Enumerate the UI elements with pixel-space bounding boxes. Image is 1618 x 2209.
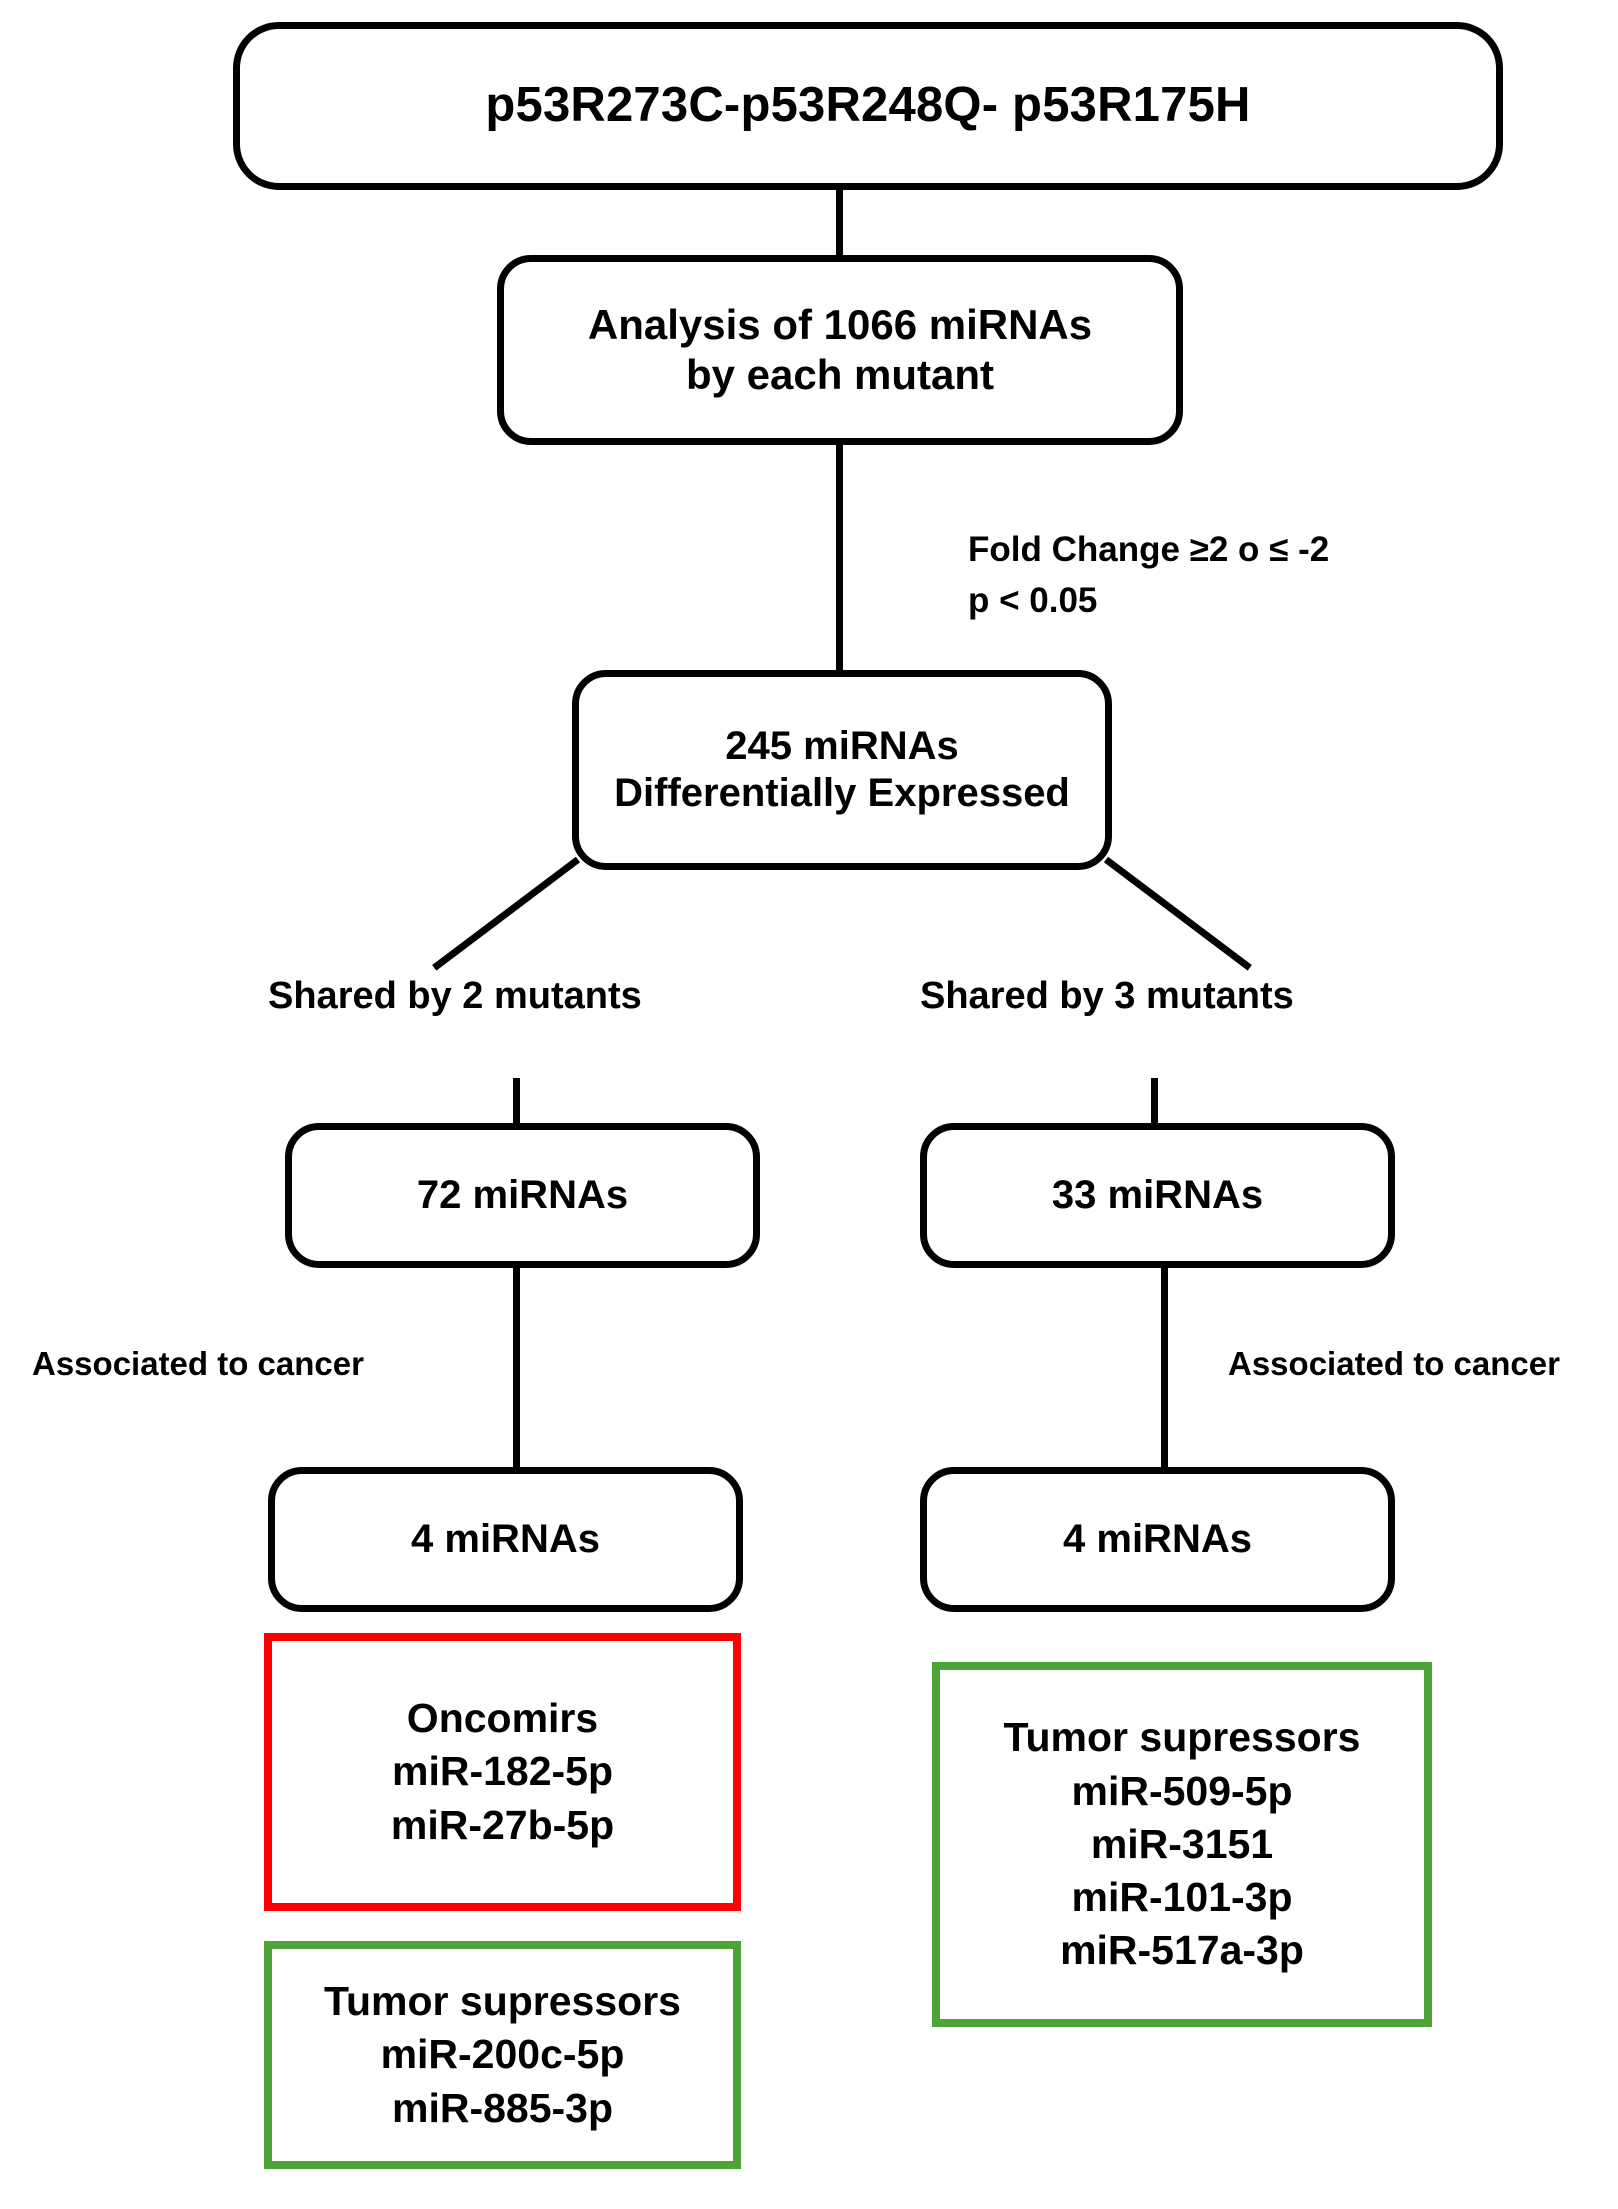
node-right-4-mirnas: 4 miRNAs — [920, 1467, 1395, 1612]
result-box-tumor-supressors-left: Tumor supressors miR-200c-5p miR-885-3p — [264, 1941, 741, 2169]
connector-analysis-to-de — [836, 445, 843, 675]
result-box-tumor-supressors-right-mirna: miR-509-5p — [1071, 1767, 1293, 1814]
label-shared-by-2-mutants: Shared by 2 mutants — [268, 975, 642, 1017]
result-box-oncomirs-mirna: miR-27b-5p — [390, 1801, 615, 1848]
node-right-4-mirnas-label: 4 miRNAs — [1063, 1516, 1252, 1561]
node-analysis: Analysis of 1066 miRNAs by each mutant — [497, 255, 1183, 445]
result-box-tumor-supressors-right-mirna: miR-101-3p — [1071, 1874, 1293, 1921]
node-left-4-mirnas: 4 miRNAs — [268, 1467, 743, 1612]
connector-right-branch-to-33 — [1151, 1078, 1158, 1128]
node-left-4-mirnas-label: 4 miRNAs — [411, 1516, 600, 1561]
node-p53-mutants: p53R273C-p53R248Q- p53R175H — [233, 22, 1503, 190]
node-de-line2: Differentially Expressed — [614, 771, 1070, 815]
node-33-mirnas: 33 miRNAs — [920, 1123, 1395, 1268]
result-box-oncomirs-heading: Oncomirs — [406, 1695, 599, 1742]
result-box-tumor-supressors-right-mirna: miR-517a-3p — [1060, 1927, 1304, 1974]
node-33-mirnas-label: 33 miRNAs — [1051, 1172, 1264, 1217]
connector-de-to-right-branch — [1103, 856, 1252, 971]
result-box-tumor-supressors-left-mirna: miR-885-3p — [391, 2084, 613, 2131]
result-box-tumor-supressors-left-mirna: miR-200c-5p — [380, 2031, 625, 2078]
label-associated-to-cancer-right: Associated to cancer — [1228, 1345, 1560, 1382]
result-box-oncomirs-mirna: miR-182-5p — [391, 1748, 613, 1795]
node-72-mirnas-label: 72 miRNAs — [416, 1172, 629, 1217]
criteria-fold-change: Fold Change ≥2 o ≤ -2 — [968, 530, 1330, 569]
node-p53-mutants-label: p53R273C-p53R248Q- p53R175H — [485, 78, 1251, 133]
connector-left-branch-to-72 — [513, 1078, 520, 1128]
node-differentially-expressed: 245 miRNAs Differentially Expressed — [572, 670, 1112, 870]
node-de-line1: 245 miRNAs — [725, 723, 959, 768]
label-associated-to-cancer-left: Associated to cancer — [32, 1345, 364, 1382]
result-box-oncomirs: Oncomirs miR-182-5p miR-27b-5p — [264, 1633, 741, 1911]
criteria-label: Fold Change ≥2 o ≤ -2 p < 0.05 — [968, 525, 1329, 627]
connector-title-to-analysis — [836, 190, 843, 260]
connector-33-to-4 — [1161, 1263, 1168, 1473]
connector-72-to-4 — [513, 1263, 520, 1473]
connector-de-to-left-branch — [432, 856, 581, 971]
node-analysis-line2: by each mutant — [685, 351, 995, 398]
result-box-tumor-supressors-right: Tumor supressors miR-509-5p miR-3151 miR… — [932, 1662, 1432, 2027]
result-box-tumor-supressors-left-heading: Tumor supressors — [324, 1978, 681, 2025]
node-analysis-line1: Analysis of 1066 miRNAs — [587, 301, 1093, 349]
label-shared-by-3-mutants: Shared by 3 mutants — [920, 975, 1294, 1017]
result-box-tumor-supressors-right-heading: Tumor supressors — [1003, 1714, 1361, 1761]
node-72-mirnas: 72 miRNAs — [285, 1123, 760, 1268]
criteria-p-value: p < 0.05 — [968, 580, 1098, 620]
result-box-tumor-supressors-right-mirna: miR-3151 — [1090, 1820, 1274, 1867]
